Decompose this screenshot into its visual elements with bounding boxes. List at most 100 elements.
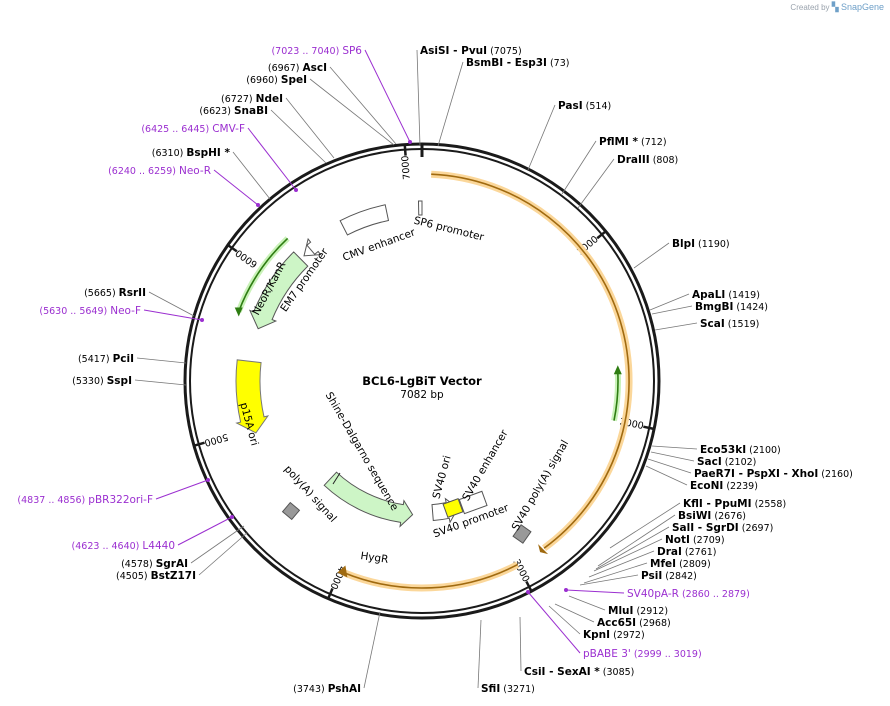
leader-line-11 [647, 458, 692, 474]
polya-signal-box [281, 501, 301, 521]
primer-label[interactable]: (6425 .. 6445) CMV-F [141, 123, 245, 135]
site-bstz17i[interactable]: (4505) BstZ17I [116, 570, 196, 582]
site-apali[interactable]: ApaLI (1419) [692, 289, 760, 301]
site-label[interactable]: (3743) PshAI [293, 683, 361, 695]
site-label[interactable]: KflI - PpuMI (2558) [683, 498, 786, 510]
site-label[interactable]: (6727) NdeI [221, 93, 283, 105]
primer-cmvf[interactable]: (6425 .. 6445) CMV-F [141, 123, 245, 135]
primer-label[interactable]: (5630 .. 5649) Neo-F [39, 305, 141, 317]
site-label[interactable]: (6310) BspHI * [152, 147, 231, 159]
primer-pbabe3[interactable]: pBABE 3' (2999 .. 3019) [583, 648, 702, 660]
site-label[interactable]: (4578) SgrAI [121, 558, 188, 570]
primer-label[interactable]: (4623 .. 4640) L4440 [72, 540, 175, 552]
site-asci[interactable]: (6967) AscI [268, 62, 327, 74]
primer-pbr322orif[interactable]: (4837 .. 4856) pBR322ori-F [17, 494, 153, 506]
site-ndei[interactable]: (6727) NdeI [221, 93, 283, 105]
site-paer7i[interactable]: PaeR7I - PspXI - XhoI (2160) [694, 468, 853, 480]
primer-neor[interactable]: (6240 .. 6259) Neo-R [108, 165, 211, 177]
site-noti[interactable]: NotI (2709) [665, 534, 725, 546]
site-label[interactable]: (4505) BstZ17I [116, 570, 196, 582]
primer-sv40par[interactable]: SV40pA-R (2860 .. 2879) [627, 588, 750, 600]
site-label[interactable]: MfeI (2809) [650, 558, 711, 570]
site-pcii[interactable]: (5417) PciI [78, 353, 134, 365]
site-blpi[interactable]: BlpI (1190) [672, 238, 730, 250]
primer-sp6[interactable]: (7023 .. 7040) SP6 [271, 45, 362, 57]
site-label[interactable]: NotI (2709) [665, 534, 725, 546]
label-sv40-enhancer: SV40 enhancer [460, 427, 511, 503]
leader-line-19 [579, 574, 639, 586]
site-kpni[interactable]: KpnI (2972) [583, 629, 645, 641]
snapgene-watermark: Created by ▚ SnapGene [790, 2, 884, 13]
site-drai[interactable]: DraI (2761) [657, 546, 717, 558]
site-bsphi[interactable]: (6310) BspHI * [152, 147, 231, 159]
site-label[interactable]: PflMI * (712) [599, 136, 667, 148]
site-label[interactable]: Acc65I (2968) [597, 617, 671, 629]
leader-line-28 [134, 379, 187, 386]
primer-label[interactable]: SV40pA-R (2860 .. 2879) [627, 588, 750, 600]
site-eco53ki[interactable]: Eco53kI (2100) [700, 444, 781, 456]
site-bsiwi[interactable]: BsiWI (2676) [678, 510, 746, 522]
site-sspi[interactable]: (5330) SspI [72, 375, 132, 387]
site-label[interactable]: PaeR7I - PspXI - XhoI (2160) [694, 468, 853, 480]
plasmid-name: BCL6-LgBiT Vector [362, 374, 482, 388]
site-label[interactable]: ApaLI (1419) [692, 289, 760, 301]
leader-line-5 [633, 242, 670, 269]
site-pasi[interactable]: PasI (514) [558, 100, 611, 112]
site-label[interactable]: MluI (2912) [608, 605, 668, 617]
leader-line-7 [651, 305, 693, 315]
site-econi[interactable]: EcoNI (2239) [690, 480, 758, 492]
site-label[interactable]: AsiSI - PvuI (7075) [420, 45, 522, 57]
site-label[interactable]: (6623) SnaBI [199, 105, 268, 117]
site-label[interactable]: PasI (514) [558, 100, 611, 112]
primer-label[interactable]: (7023 .. 7040) SP6 [271, 45, 362, 57]
primer-label[interactable]: pBABE 3' (2999 .. 3019) [583, 648, 702, 660]
site-label[interactable]: ScaI (1519) [700, 318, 759, 330]
site-spei[interactable]: (6960) SpeI [246, 74, 307, 86]
primer-mark-4 [206, 478, 210, 482]
site-pshai[interactable]: (3743) PshAI [293, 683, 361, 695]
primer-label[interactable]: (4837 .. 4856) pBR322ori-F [17, 494, 153, 506]
site-acc65i[interactable]: Acc65I (2968) [597, 617, 671, 629]
site-label[interactable]: EcoNI (2239) [690, 480, 758, 492]
site-label[interactable]: CsiI - SexAI * (3085) [524, 666, 634, 678]
site-label[interactable]: (6967) AscI [268, 62, 327, 74]
site-label[interactable]: (5330) SspI [72, 375, 132, 387]
site-label[interactable]: KpnI (2972) [583, 629, 645, 641]
site-label[interactable]: BsiWI (2676) [678, 510, 746, 522]
site-label[interactable]: (5417) PciI [78, 353, 134, 365]
site-snabi[interactable]: (6623) SnaBI [199, 105, 268, 117]
site-scai[interactable]: ScaI (1519) [700, 318, 759, 330]
site-label[interactable]: PsiI (2842) [641, 570, 697, 582]
site-bmgbi[interactable]: BmgBI (1424) [695, 301, 768, 313]
site-label[interactable]: Eco53kI (2100) [700, 444, 781, 456]
site-asisi[interactable]: AsiSI - PvuI (7075) [420, 45, 522, 57]
site-csii[interactable]: CsiI - SexAI * (3085) [524, 666, 634, 678]
site-saci[interactable]: SacI (2102) [697, 456, 756, 468]
site-label[interactable]: SalI - SgrDI (2697) [672, 522, 773, 534]
site-label[interactable]: SacI (2102) [697, 456, 756, 468]
site-label[interactable]: BsmBI - Esp3I (73) [466, 57, 569, 69]
site-psii[interactable]: PsiI (2842) [641, 570, 697, 582]
orf-arc-2 [343, 563, 518, 589]
primer-l4440[interactable]: (4623 .. 4640) L4440 [72, 540, 175, 552]
site-label[interactable]: BlpI (1190) [672, 238, 730, 250]
primer-neof[interactable]: (5630 .. 5649) Neo-F [39, 305, 141, 317]
site-label[interactable]: DraIII (808) [617, 154, 678, 166]
primer-label[interactable]: (6240 .. 6259) Neo-R [108, 165, 211, 177]
site-kfli[interactable]: KflI - PpuMI (2558) [683, 498, 786, 510]
site-mlui[interactable]: MluI (2912) [608, 605, 668, 617]
site-label[interactable]: (5665) RsrII [84, 287, 146, 299]
site-bsmbi[interactable]: BsmBI - Esp3I (73) [466, 57, 569, 69]
site-label[interactable]: (6960) SpeI [246, 74, 307, 86]
site-label[interactable]: BmgBI (1424) [695, 301, 768, 313]
site-pflmi[interactable]: PflMI * (712) [599, 136, 667, 148]
site-sgrai[interactable]: (4578) SgrAI [121, 558, 188, 570]
site-draiii[interactable]: DraIII (808) [617, 154, 678, 166]
site-mfei[interactable]: MfeI (2809) [650, 558, 711, 570]
site-rsrii[interactable]: (5665) RsrII [84, 287, 146, 299]
site-sali[interactable]: SalI - SgrDI (2697) [672, 522, 773, 534]
watermark-created-by: Created by [790, 3, 830, 12]
site-label[interactable]: SfiI (3271) [481, 683, 535, 695]
site-sfii[interactable]: SfiI (3271) [481, 683, 535, 695]
site-label[interactable]: DraI (2761) [657, 546, 717, 558]
